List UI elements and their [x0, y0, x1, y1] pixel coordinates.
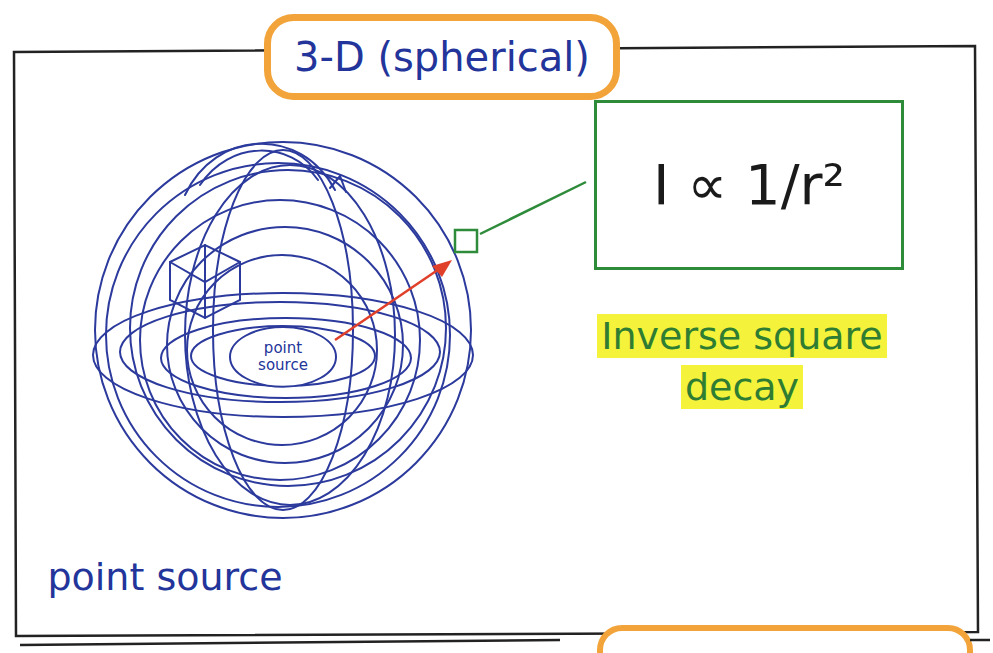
area-element — [455, 230, 477, 252]
frame — [14, 46, 978, 636]
label-text: point source — [47, 555, 282, 599]
frame-edge — [970, 639, 990, 642]
highlight-note: Inverse square decay — [572, 311, 912, 414]
formula-box: I ∝ 1/r² — [594, 100, 904, 270]
node-text: 3-D (spherical) — [294, 34, 590, 80]
frame-edge — [20, 640, 560, 645]
arrow-head — [432, 260, 452, 277]
leader-line — [480, 182, 586, 234]
spherical-wavefronts — [93, 142, 473, 518]
label-text: Inverse square decay — [597, 314, 887, 409]
node-text: I ∝ 1/r² — [653, 153, 845, 217]
source-ellipse: point source — [228, 325, 338, 389]
node-text: point source — [251, 340, 315, 375]
next-heading-box — [600, 628, 970, 653]
caption-label: point source — [5, 552, 325, 603]
radius-arrow — [335, 265, 445, 340]
heading-box: 3-D (spherical) — [264, 14, 620, 100]
